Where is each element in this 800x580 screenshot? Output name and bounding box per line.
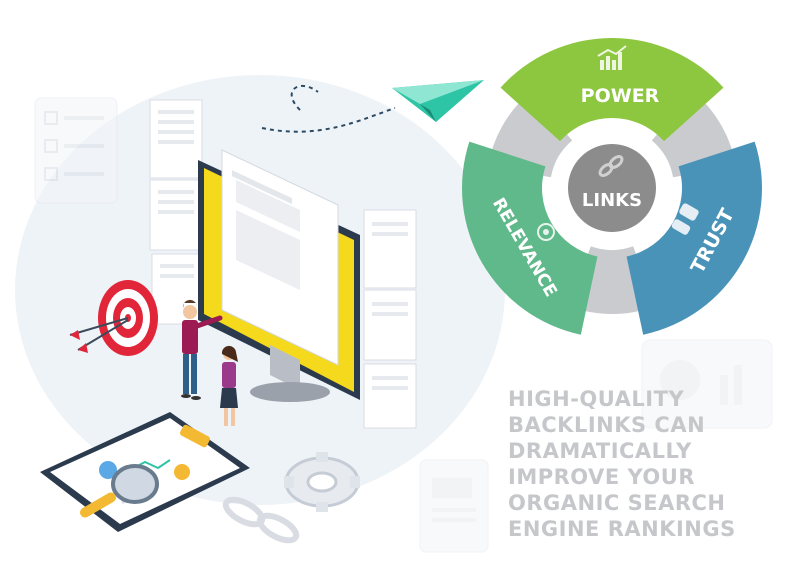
headline-line: BACKLINKS CAN	[508, 413, 706, 437]
page-stack-left	[149, 99, 203, 325]
page-stack-right	[363, 209, 417, 429]
segment-trust	[626, 141, 762, 335]
handshake-icon	[671, 203, 699, 235]
headline-line: ENGINE RANKINGS	[508, 517, 736, 541]
headline-line: DRAMATICALLY	[508, 439, 692, 463]
magnifier-icon	[80, 464, 159, 518]
headline-line: HIGH-QUALITY	[508, 387, 685, 411]
target-icon	[69, 280, 158, 356]
headline: HIGH-QUALITY BACKLINKS CAN DRAMATICALLY …	[508, 386, 798, 542]
flight-path	[261, 107, 396, 133]
links-hub-core	[568, 144, 656, 232]
man-figure	[181, 299, 223, 400]
monitor-icon	[198, 149, 360, 402]
paper-plane-icon	[392, 80, 484, 122]
bar-chart-icon	[597, 45, 627, 70]
analytics-card	[641, 339, 773, 429]
target-small-icon	[537, 223, 555, 241]
headline-line: IMPROVE YOUR	[508, 465, 696, 489]
segment-relevance	[461, 141, 598, 335]
chain-icon	[222, 496, 300, 544]
links-cycle-diagram: LINKS POWER TRUST RELEVANCE	[461, 38, 762, 335]
checklist-card	[34, 97, 118, 204]
gear-icon	[284, 452, 360, 512]
document-card	[419, 459, 489, 553]
woman-figure	[220, 345, 238, 426]
segment-label-power: POWER	[581, 85, 660, 107]
segment-power	[500, 38, 724, 142]
hub-label: LINKS	[582, 190, 642, 211]
flight-loop	[290, 85, 319, 111]
headline-line: ORGANIC SEARCH	[508, 491, 726, 515]
chain-link-icon	[598, 155, 624, 177]
